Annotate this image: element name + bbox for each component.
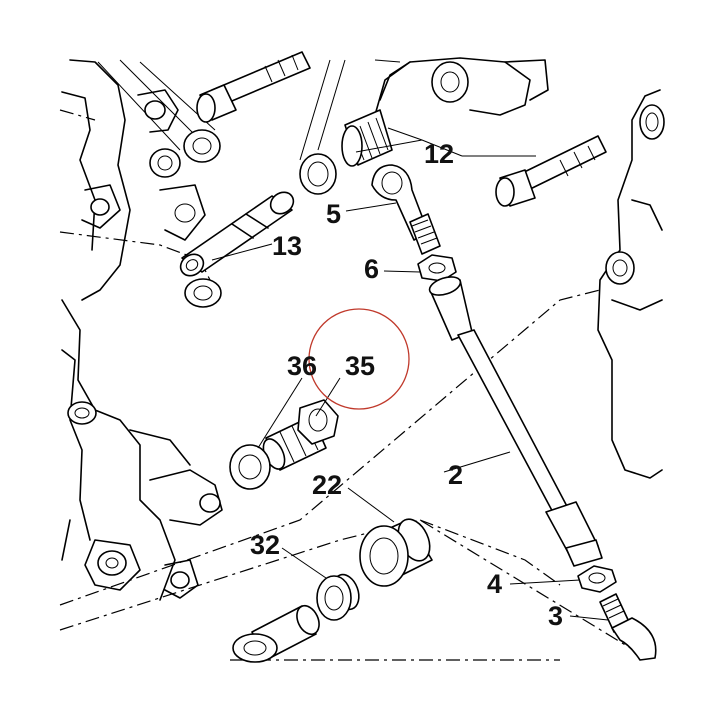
label-part-12: 12: [424, 139, 454, 169]
part-labels: 12 5 13 6 36 35 2 22 32 4 3: [250, 139, 563, 631]
part-nut-4: [577, 565, 617, 593]
construction-lines: [59, 109, 651, 661]
label-part-36: 36: [287, 351, 317, 381]
label-part-32: 32: [250, 530, 280, 560]
part-tie-rod-2: [428, 276, 603, 567]
label-part-2: 2: [448, 460, 463, 490]
label-part-6: 6: [364, 254, 379, 284]
label-part-13: 13: [272, 231, 302, 261]
label-part-35: 35: [345, 351, 375, 381]
left-housing: [61, 59, 223, 601]
highlight-circle: [308, 308, 410, 410]
part-bearing-12: [299, 109, 607, 207]
right-housing: [597, 89, 665, 479]
part-seal-32: [316, 573, 360, 621]
upper-left-bolt-and-washers: [149, 51, 311, 178]
part-bolt-35: [262, 399, 339, 471]
part-washer-36: [229, 444, 271, 490]
part-lower-sleeve: [232, 604, 320, 663]
part-nut-6: [417, 254, 457, 282]
part-bushing-22: [359, 518, 433, 587]
label-part-4: 4: [487, 569, 502, 599]
part-sleeve-13: [179, 191, 295, 308]
top-bracket: [299, 57, 549, 161]
label-part-22: 22: [312, 470, 342, 500]
leader-lines: [211, 127, 609, 621]
label-part-3: 3: [548, 601, 563, 631]
label-part-5: 5: [326, 199, 341, 229]
part-rod-end-3: [599, 593, 657, 661]
part-rod-end-5: [371, 164, 441, 255]
